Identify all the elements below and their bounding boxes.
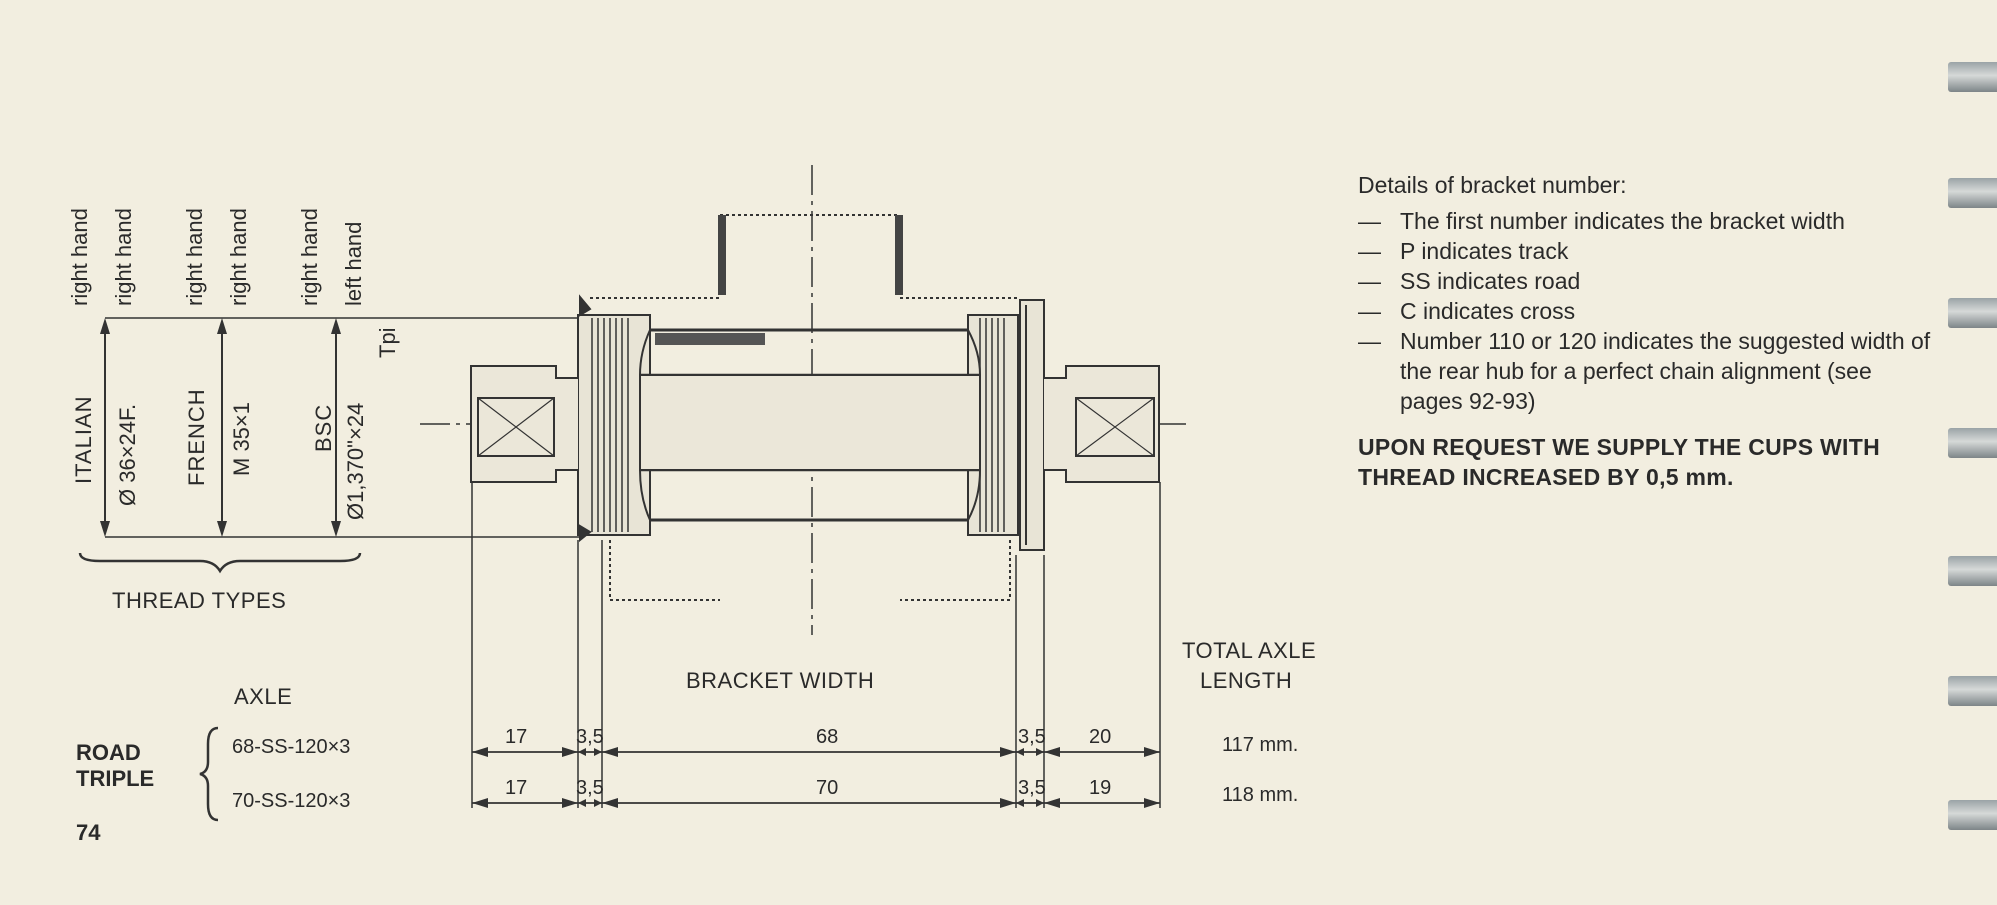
lockring xyxy=(1019,299,1045,551)
binding-ring xyxy=(1948,62,1997,92)
row-1-left: 17 xyxy=(505,726,528,748)
row-1-total: 117 mm. xyxy=(1222,734,1299,756)
bsc-spec: Ø1,370"×24 xyxy=(343,402,368,520)
italian-right-hand: right hand xyxy=(111,208,136,306)
bsc-right-hand: left hand xyxy=(341,221,366,306)
bsc-spec-unit: Tpi xyxy=(375,327,400,358)
details-item: —SS indicates road xyxy=(1358,268,1581,294)
details-item: —C indicates cross xyxy=(1358,298,1576,324)
row-1-cup-right: 3,5 xyxy=(1018,726,1046,748)
french-label: FRENCH xyxy=(184,388,209,486)
binding-ring xyxy=(1948,556,1997,586)
binding-ring xyxy=(1948,676,1997,706)
total-axle-label: TOTAL AXLE xyxy=(1182,638,1317,663)
row-2-axle: 70-SS-120×3 xyxy=(232,790,351,812)
request-note: UPON REQUEST WE SUPPLY THE CUPS WITH THR… xyxy=(1358,434,1880,490)
page-number: 74 xyxy=(76,820,101,845)
binding-ring xyxy=(1948,428,1997,458)
length-label: LENGTH xyxy=(1200,668,1293,693)
french-left-hand: right hand xyxy=(182,208,207,306)
thread-types-caption: THREAD TYPES xyxy=(112,588,287,613)
italian-left-hand: right hand xyxy=(67,208,92,306)
axle-header: AXLE xyxy=(234,684,293,709)
bsc-label: BSC xyxy=(311,403,336,452)
row-2-width: 70 xyxy=(816,777,839,799)
row-2-cup-left: 3,5 xyxy=(576,777,604,799)
spindle xyxy=(639,374,981,471)
french-spec: M 35×1 xyxy=(229,402,254,476)
bracket-number-details: Details of bracket number: —The first nu… xyxy=(1358,170,1938,492)
details-item: —The first number indicates the bracket … xyxy=(1358,208,1845,234)
row-1-width: 68 xyxy=(816,726,839,748)
right-taper xyxy=(1044,365,1160,483)
binding-ring xyxy=(1948,800,1997,830)
left-taper xyxy=(470,365,578,483)
row-1-cup-left: 3,5 xyxy=(576,726,604,748)
french-right-hand: right hand xyxy=(226,208,251,306)
bsc-left-hand: right hand xyxy=(297,208,322,306)
italian-spec: Ø 36×24F. xyxy=(115,403,140,506)
row-2-left: 17 xyxy=(505,777,528,799)
group-triple: TRIPLE xyxy=(76,766,155,791)
details-item: —P indicates track xyxy=(1358,238,1569,264)
row-1-axle: 68-SS-120×3 xyxy=(232,736,351,758)
bracket-width-label: BRACKET WIDTH xyxy=(686,668,875,693)
thread-types-brace xyxy=(78,552,362,574)
binding-ring xyxy=(1948,298,1997,328)
row-2-right: 19 xyxy=(1089,777,1112,799)
group-road: ROAD xyxy=(76,740,141,765)
binding-ring xyxy=(1948,178,1997,208)
details-item: —Number 110 or 120 indicates the suggest… xyxy=(1358,328,1931,414)
italian-label: ITALIAN xyxy=(71,395,96,484)
row-1-right: 20 xyxy=(1089,726,1112,748)
details-title: Details of bracket number: xyxy=(1358,172,1627,198)
row-2-total: 118 mm. xyxy=(1222,784,1299,806)
row-2-cup-right: 3,5 xyxy=(1018,777,1046,799)
